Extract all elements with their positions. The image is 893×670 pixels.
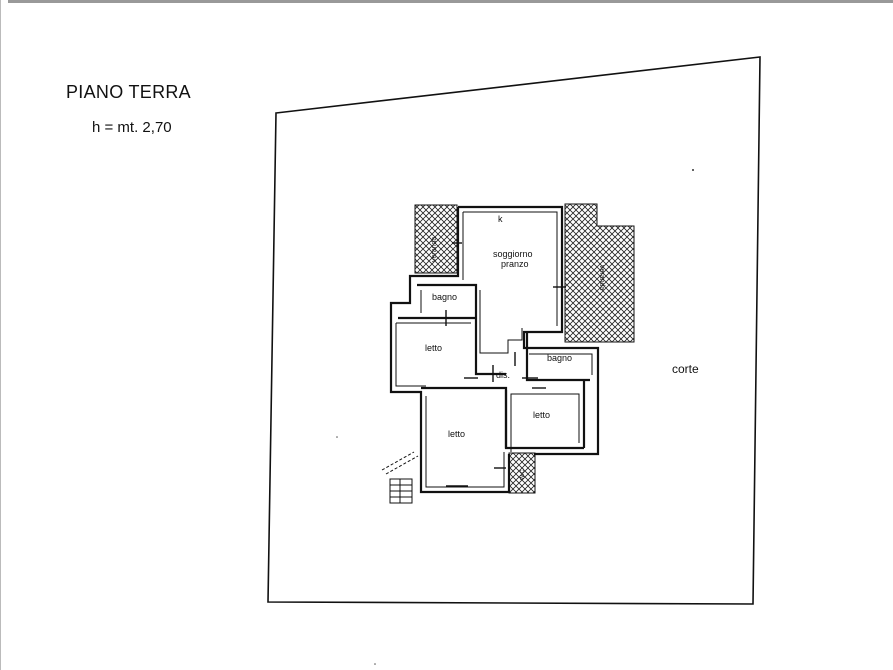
room-label-kitchen: k xyxy=(498,214,503,224)
room-label-soggiorno: soggiorno xyxy=(493,249,533,259)
porch-right xyxy=(564,203,635,343)
entry-steps xyxy=(381,451,419,504)
porch-right-label: veranda xyxy=(598,265,605,290)
inner-wall-lines xyxy=(395,211,593,488)
door-marks xyxy=(445,242,566,487)
room-label-bedroom-2: letto xyxy=(533,410,550,420)
room-label-bedroom-1: letto xyxy=(425,343,442,353)
speck-mark xyxy=(336,436,338,438)
building-walls xyxy=(389,205,600,494)
page-left-edge xyxy=(0,0,1,670)
room-label-hall: dis. xyxy=(496,370,510,380)
room-label-bath-2: bagno xyxy=(547,353,572,363)
top-edge-strip xyxy=(8,0,893,3)
lot-boundary xyxy=(267,56,761,605)
porch-left xyxy=(414,204,458,274)
courtyard-label: corte xyxy=(672,362,699,376)
floor-title: PIANO TERRA xyxy=(66,82,191,102)
porch-small xyxy=(508,452,536,494)
speck-mark xyxy=(374,663,376,665)
room-label-bath-1: bagno xyxy=(432,292,457,302)
speck-mark xyxy=(692,169,694,171)
room-label-bedroom-3: letto xyxy=(448,429,465,439)
porch-left-label: veranda xyxy=(431,237,438,262)
ceiling-height-note: h = mt. 2,70 xyxy=(92,119,172,136)
room-label-pranzo: pranzo xyxy=(501,259,529,269)
porch-small-label: w.c. xyxy=(519,468,526,481)
